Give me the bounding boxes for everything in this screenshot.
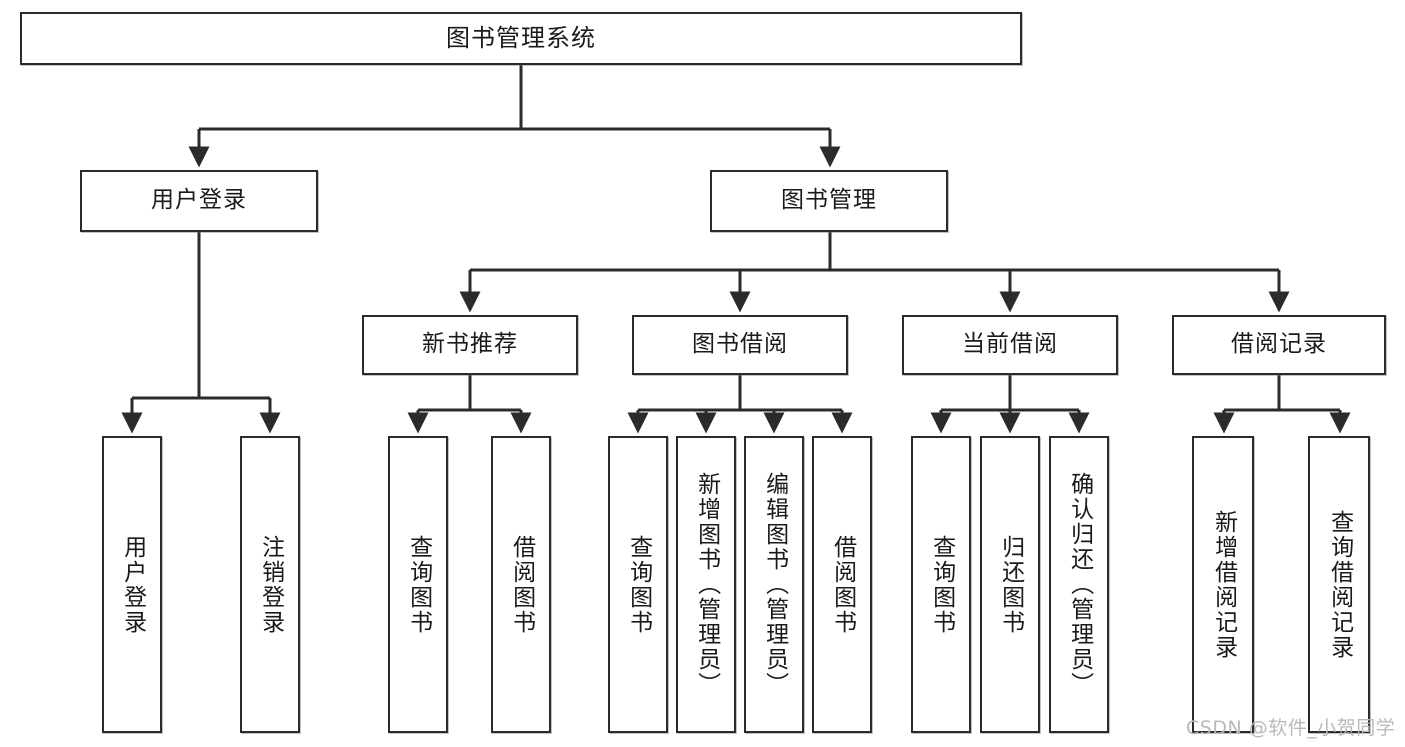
node-leaf-confirm-return-admin-label: 确认归还（管理员）	[1066, 472, 1093, 697]
node-root-system-label: 图书管理系统	[446, 24, 596, 53]
node-leaf-edit-book-admin-label: 编辑图书（管理员）	[761, 472, 788, 697]
node-book-borrow[interactable]: 图书借阅	[632, 315, 848, 375]
node-leaf-logout-login[interactable]: 注销登录	[240, 436, 300, 733]
node-leaf-add-borrow-record-label: 新增借阅记录	[1210, 509, 1237, 660]
node-leaf-logout-login-label: 注销登录	[257, 534, 284, 635]
node-root-system[interactable]: 图书管理系统	[20, 12, 1022, 65]
node-current-borrow-label: 当前借阅	[962, 331, 1058, 358]
node-leaf-return-book[interactable]: 归还图书	[980, 436, 1040, 733]
node-leaf-query-borrow-record[interactable]: 查询借阅记录	[1308, 436, 1370, 733]
node-leaf-borrow-book-1-label: 借阅图书	[508, 534, 535, 635]
node-user-login-label: 用户登录	[151, 187, 247, 214]
node-book-borrow-label: 图书借阅	[692, 331, 788, 358]
node-leaf-query-book-3[interactable]: 查询图书	[911, 436, 971, 733]
node-leaf-edit-book-admin[interactable]: 编辑图书（管理员）	[744, 436, 804, 733]
watermark: CSDN @软件_小贺同学	[1186, 717, 1396, 739]
node-leaf-add-book-admin-label: 新增图书（管理员）	[693, 472, 720, 697]
node-user-login[interactable]: 用户登录	[80, 170, 318, 232]
node-leaf-query-book-2-label: 查询图书	[625, 534, 652, 635]
node-leaf-query-book-2[interactable]: 查询图书	[608, 436, 668, 733]
node-leaf-borrow-book-2[interactable]: 借阅图书	[812, 436, 872, 733]
node-leaf-query-book-1-label: 查询图书	[405, 534, 432, 635]
node-leaf-user-login-label: 用户登录	[119, 534, 146, 635]
node-leaf-borrow-book-1[interactable]: 借阅图书	[491, 436, 551, 733]
node-leaf-query-borrow-record-label: 查询借阅记录	[1326, 509, 1353, 660]
node-leaf-confirm-return-admin[interactable]: 确认归还（管理员）	[1049, 436, 1109, 733]
node-leaf-add-book-admin[interactable]: 新增图书（管理员）	[676, 436, 736, 733]
node-leaf-query-book-1[interactable]: 查询图书	[388, 436, 448, 733]
node-leaf-borrow-book-2-label: 借阅图书	[829, 534, 856, 635]
node-leaf-user-login[interactable]: 用户登录	[102, 436, 162, 733]
node-leaf-query-book-3-label: 查询图书	[928, 534, 955, 635]
node-book-management[interactable]: 图书管理	[710, 170, 948, 232]
node-leaf-add-borrow-record[interactable]: 新增借阅记录	[1192, 436, 1254, 733]
node-borrow-record-label: 借阅记录	[1231, 331, 1327, 358]
node-new-book-recommend[interactable]: 新书推荐	[362, 315, 578, 375]
node-leaf-return-book-label: 归还图书	[997, 534, 1024, 635]
node-borrow-record[interactable]: 借阅记录	[1172, 315, 1386, 375]
node-current-borrow[interactable]: 当前借阅	[902, 315, 1118, 375]
node-new-book-recommend-label: 新书推荐	[422, 331, 518, 358]
node-book-management-label: 图书管理	[781, 187, 877, 214]
